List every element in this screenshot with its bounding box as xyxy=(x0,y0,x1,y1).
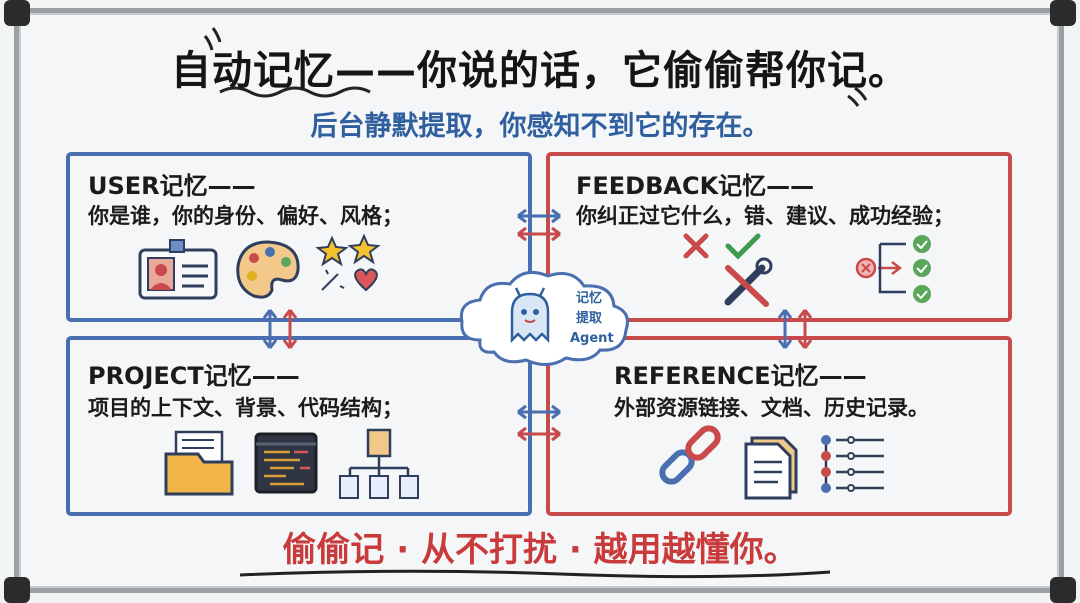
feedback-title: FEEDBACK记忆—— xyxy=(576,166,814,201)
page-title: 自动记忆——你说的话，它偷偷帮你记。 xyxy=(0,38,1080,96)
center-label-1: 记忆 xyxy=(576,290,602,306)
check-icon xyxy=(728,236,758,256)
document-icon xyxy=(746,438,796,498)
flow-icon xyxy=(857,235,931,303)
project-desc: 项目的上下文、背景、代码结构； xyxy=(88,392,403,422)
page-subtitle: 后台静默提取，你感知不到它的存在。 xyxy=(0,104,1080,143)
double-arrow-icon xyxy=(518,406,560,440)
chain-link-icon xyxy=(659,425,722,486)
list-icon xyxy=(821,435,884,493)
hierarchy-icon xyxy=(340,430,418,498)
double-arrow-icon xyxy=(264,310,296,348)
cross-icon xyxy=(686,236,706,256)
code-window-icon xyxy=(256,434,316,492)
center-label-3: Agent xyxy=(570,331,614,346)
stars-heart-icon xyxy=(318,236,378,290)
reference-title: REFERENCE记忆—— xyxy=(614,356,867,391)
tools-icon xyxy=(728,259,771,304)
footer-tagline: 偷偷记 · 从不打扰 · 越用越懂你。 xyxy=(0,522,1080,571)
user-desc: 你是谁，你的身份、偏好、风格； xyxy=(88,200,403,230)
double-arrow-icon xyxy=(779,310,811,348)
project-title: PROJECT记忆—— xyxy=(88,356,300,391)
feedback-desc: 你纠正过它什么，错、建议、成功经验； xyxy=(576,200,954,230)
folder-icon xyxy=(166,432,232,494)
user-title: USER记忆—— xyxy=(88,166,256,201)
double-arrow-icon xyxy=(518,210,560,240)
footer-underline xyxy=(240,571,830,576)
center-label-2: 提取 xyxy=(576,310,603,326)
id-card-icon xyxy=(140,240,216,298)
reference-desc: 外部资源链接、文档、历史记录。 xyxy=(614,392,929,422)
palette-icon xyxy=(238,242,298,297)
